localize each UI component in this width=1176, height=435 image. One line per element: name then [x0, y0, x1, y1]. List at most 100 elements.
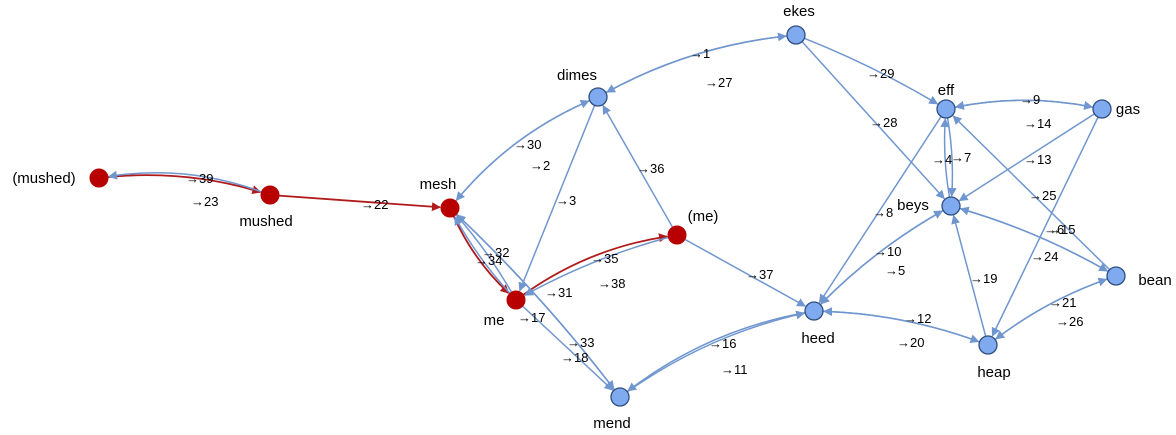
edge-label: →7 — [951, 150, 971, 165]
edge-mend-to-heed — [626, 310, 806, 393]
edge-bean-to-beys — [959, 206, 1109, 273]
node-label: heap — [977, 364, 1010, 381]
edge-label: →17 — [518, 310, 545, 325]
edge-ekes-to-eff — [804, 37, 939, 105]
node-label: beys — [897, 197, 929, 214]
edge-label: →3 — [556, 193, 576, 208]
edge-beys-to-heed — [820, 209, 944, 305]
edge-label: →24 — [1031, 249, 1058, 264]
node-heed — [804, 301, 824, 321]
edge-label: →30 — [514, 137, 541, 152]
edge-me-to-mend — [522, 305, 614, 391]
edge-mend-to-mesh — [456, 214, 616, 391]
node-label: dimes — [557, 67, 597, 84]
edge-gas-to-beys — [958, 113, 1095, 202]
edge-label: →16 — [709, 336, 736, 351]
node-label: mesh — [420, 176, 457, 193]
edge-ekes-to-beys — [801, 41, 945, 200]
node-label: (me) — [688, 208, 719, 225]
node-me — [667, 225, 687, 245]
edge-label: →2 — [530, 158, 550, 173]
edge-dimes-to-ekes — [605, 32, 787, 94]
edge-label: →19 — [970, 271, 997, 286]
node-gas — [1092, 99, 1112, 119]
edge-dimes-to-me — [518, 105, 596, 292]
edge-label: →21 — [1049, 295, 1076, 310]
node-mushed — [260, 185, 280, 205]
edge-label: →35 — [591, 251, 618, 266]
edge-label: →9 — [1020, 92, 1040, 107]
edge-label: →5 — [885, 263, 905, 278]
edge-mushed-to-mesh — [278, 194, 441, 212]
node-label: heed — [801, 330, 834, 347]
edge-beys-to-eff — [940, 118, 951, 198]
node-mend — [610, 387, 630, 407]
edge-dimes-to-mesh — [455, 99, 591, 201]
node-heap — [978, 335, 998, 355]
node-bean — [1106, 266, 1126, 286]
edge-label: →23 — [191, 194, 218, 209]
edge-label: →27 — [705, 75, 732, 90]
edge-ekes-to-dimes — [605, 35, 788, 93]
node-label: eff — [938, 82, 955, 99]
edge-bean-to-eff — [952, 115, 1111, 271]
node-me — [506, 290, 526, 310]
edge-label: →22 — [361, 197, 388, 212]
edge-me-to-mesh — [454, 215, 511, 294]
edge-label: →1 — [690, 46, 710, 61]
edge-heap-to-beys — [951, 214, 987, 337]
edge-label: →33 — [567, 335, 594, 350]
edge-gas-to-eff — [954, 99, 1094, 110]
edge-eff-to-heed — [818, 116, 942, 304]
node-dimes — [588, 87, 608, 107]
edge-label: →13 — [1024, 152, 1051, 167]
edge-label: →34 — [475, 253, 502, 268]
edge-bean-to-heap — [995, 278, 1108, 340]
nodes-layer — [89, 25, 1126, 407]
node-label: (mushed) — [12, 170, 75, 187]
edge-labels-layer: →39→23→22→32→35→38→1→27→30→2→3→36→34→31→… — [186, 46, 1083, 377]
edge-mushed-to-mushed — [107, 174, 262, 195]
edge-label: →29 — [867, 66, 894, 81]
edge-label: →28 — [870, 115, 897, 130]
node-beys — [941, 196, 961, 216]
edge-label: →38 — [598, 276, 625, 291]
node-eff — [936, 99, 956, 119]
node-label: ekes — [783, 3, 815, 20]
node-label: bean — [1138, 272, 1171, 289]
node-label: mend — [593, 415, 631, 432]
edge-me-to-me — [523, 236, 669, 296]
edge-label: →32 — [482, 245, 509, 260]
edge-label: →37 — [746, 267, 773, 282]
edge-mushed-to-mushed — [107, 170, 262, 193]
node-mushed — [89, 168, 109, 188]
edge-label: →31 — [545, 285, 572, 300]
node-labels-layer: (mushed) mushed mesh me (me) dimes ekes eff gas b… — [12, 3, 1171, 432]
edge-mesh-to-mend — [456, 213, 615, 390]
edge-label: →8 — [873, 205, 893, 220]
edge-label: →26 — [1056, 314, 1083, 329]
edge-label: →20 — [897, 335, 924, 350]
edge-gas-to-heap — [991, 116, 1099, 337]
node-mesh — [440, 198, 460, 218]
edge-label: →36 — [637, 161, 664, 176]
edge-label: →15 — [1048, 222, 1075, 237]
node-label: gas — [1116, 101, 1140, 118]
edge-heed-to-mend — [627, 311, 806, 392]
edge-me-to-me — [522, 233, 669, 296]
edge-label: →10 — [874, 244, 901, 259]
edge-me-to-dimes — [602, 104, 674, 228]
node-label: me — [484, 312, 505, 329]
node-label: mushed — [239, 213, 292, 230]
edge-label: →39 — [186, 171, 213, 186]
edge-label: →11 — [721, 362, 748, 377]
edge-label: →14 — [1024, 116, 1051, 131]
edges-layer — [107, 32, 1111, 393]
edge-heap-to-heed — [823, 307, 980, 343]
edge-label: →6 — [1044, 222, 1064, 237]
edge-label: →18 — [561, 350, 588, 365]
edge-me-to-heed — [684, 238, 807, 307]
edge-label: →4 — [932, 152, 952, 167]
